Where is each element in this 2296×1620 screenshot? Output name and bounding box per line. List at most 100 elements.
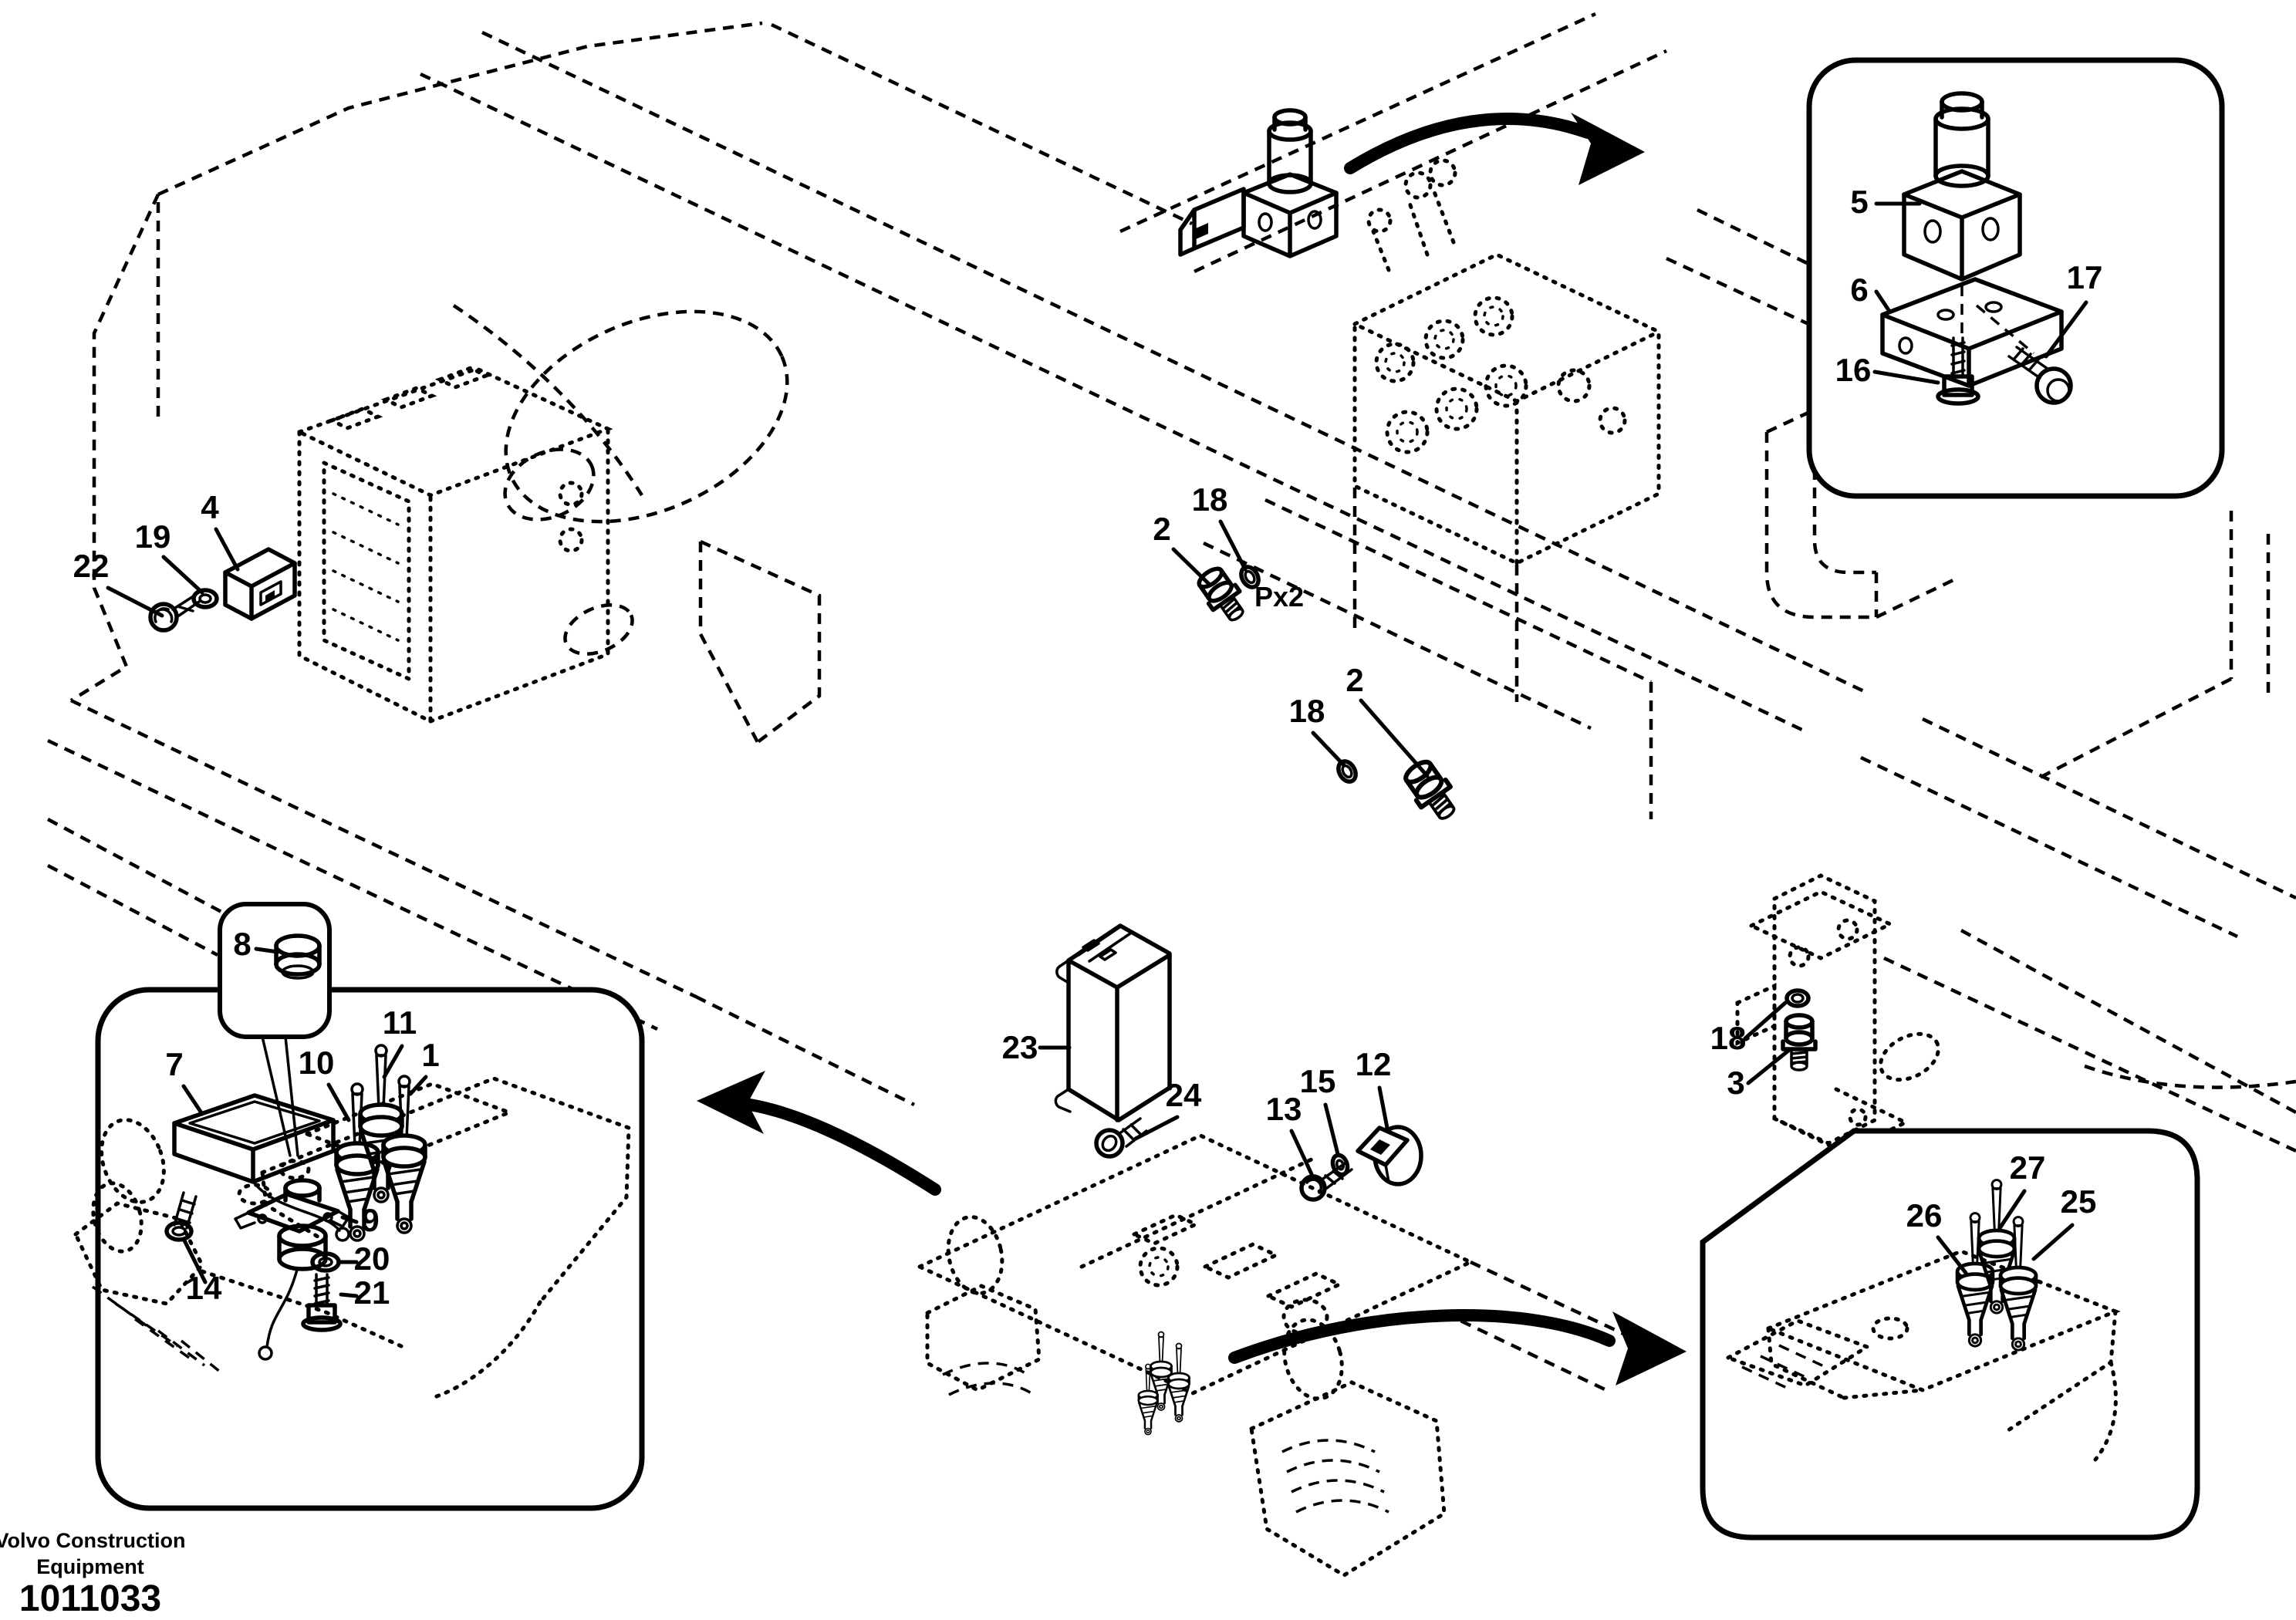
bolt17 — [2007, 346, 2073, 405]
inset-topright — [1806, 57, 2225, 499]
callout-8-label: 8 — [233, 926, 251, 962]
callout-26-leader — [1936, 1235, 1968, 1275]
console-right-dotted — [1723, 1249, 2121, 1462]
part14-screw — [164, 1191, 198, 1242]
part8-cap — [274, 933, 322, 980]
callout-2-label: 2 — [1153, 511, 1170, 547]
joystick-left-dotted — [73, 1118, 403, 1373]
ecu23 — [1054, 923, 1172, 1122]
arrow-to-bottomleft-inset — [697, 1071, 941, 1196]
callout-Px2-label: Px2 — [1254, 581, 1304, 613]
callout-9-label: 9 — [361, 1202, 379, 1238]
callout-13-label: 13 — [1266, 1091, 1302, 1127]
callout-27-label: 27 — [2010, 1149, 2046, 1186]
callout-24-label: 24 — [1166, 1077, 1202, 1113]
figure-number: 1011033 — [19, 1578, 161, 1619]
callout-16-label: 16 — [1835, 352, 1872, 388]
callout-21-label: 21 — [354, 1274, 390, 1311]
inset-topright-border — [1806, 57, 2225, 499]
callout-9-leader — [340, 1215, 359, 1224]
socket12 — [1356, 1125, 1423, 1186]
callout-4-leader — [214, 527, 240, 572]
oring18-right — [1784, 988, 1811, 1008]
callout-15-label: 15 — [1300, 1063, 1336, 1099]
publisher-line1: Volvo Construction — [0, 1529, 186, 1552]
callout-12-label: 12 — [1356, 1046, 1392, 1082]
callout-2-leader — [1359, 698, 1430, 778]
callout-15-leader — [1323, 1102, 1340, 1156]
callout-13-leader — [1289, 1129, 1314, 1176]
callout-1-label: 1 — [421, 1037, 439, 1073]
fuse-box-dotted — [294, 366, 613, 725]
part22-screw — [148, 594, 201, 633]
callout-27-leader — [1997, 1189, 2027, 1230]
sensor3-right — [1783, 1015, 1815, 1070]
bolt24 — [1094, 1117, 1148, 1159]
machine-frame-dashed — [46, 12, 2296, 1392]
bolt16 — [1936, 336, 1980, 406]
callout-25-leader — [2031, 1223, 2075, 1261]
callout-26-label: 26 — [1906, 1197, 1943, 1234]
callout-3-leader — [1746, 1048, 1791, 1085]
callout-8-leader — [254, 947, 280, 954]
callout-22-label: 22 — [73, 548, 110, 584]
inset-bottomright — [1700, 1128, 2200, 1541]
callout-24-leader — [1133, 1115, 1180, 1141]
callout-14-leader — [181, 1237, 208, 1284]
inset-bottomleft — [73, 902, 645, 1511]
publisher-line2: Equipment — [36, 1555, 144, 1578]
part21-bolt — [301, 1273, 343, 1332]
part4-connector-block — [223, 547, 297, 621]
callout-19-label: 19 — [135, 518, 171, 555]
solenoid-valve-main — [1178, 108, 1339, 258]
callout-18-label: 18 — [1710, 1020, 1747, 1056]
callout-7-label: 7 — [165, 1046, 183, 1082]
callout-10-leader — [326, 1082, 351, 1122]
callout-12-leader — [1377, 1085, 1389, 1130]
callout-6-leader — [1874, 289, 1891, 312]
callout-2-leader — [1171, 547, 1212, 587]
callout-2-label: 2 — [1346, 662, 1363, 698]
part19-washer — [191, 588, 219, 609]
callout-18-leader — [1311, 731, 1346, 768]
footer: Volvo Construction Equipment 1011033 — [0, 1529, 186, 1619]
callout-16-leader — [1872, 370, 1940, 385]
callout-18-leader — [1218, 519, 1248, 572]
callout-11-leader — [382, 1044, 404, 1079]
operator-console-dotted — [915, 1133, 1475, 1578]
callout-10-label: 10 — [299, 1045, 335, 1081]
callout-18-label: 18 — [1289, 693, 1325, 729]
callout-20-label: 20 — [354, 1240, 390, 1277]
callout-5-label: 5 — [1850, 184, 1868, 220]
callout-17-leader — [2044, 300, 2088, 359]
right-valve-dotted — [1735, 873, 1940, 1155]
callout-3-label: 3 — [1727, 1065, 1744, 1101]
callout-11-label: 11 — [383, 1004, 417, 1041]
callout-22-leader — [106, 586, 164, 618]
part6-bracket — [1880, 277, 2064, 388]
inset-bottomleft-border — [95, 987, 645, 1511]
callout-7-leader — [181, 1084, 204, 1116]
callout-25-label: 25 — [2061, 1183, 2097, 1220]
callout-17-label: 17 — [2067, 259, 2103, 295]
arrow-to-topright-inset — [1344, 113, 1645, 185]
callout-14-label: 14 — [186, 1270, 222, 1306]
part7-display — [172, 1093, 350, 1242]
mount-hole-dotted — [279, 1159, 311, 1180]
assembly-guide-dashed — [1960, 285, 2035, 355]
callout-19-leader — [161, 555, 204, 595]
callout-6-label: 6 — [1850, 272, 1868, 308]
callout-4-label: 4 — [201, 489, 219, 525]
callout-18-label: 18 — [1192, 481, 1228, 518]
arrow-to-bottomright-inset — [1228, 1309, 1687, 1385]
callout-1-leader — [408, 1075, 428, 1096]
callout-18-leader — [1743, 1001, 1788, 1041]
sensor2-lower — [1400, 756, 1464, 825]
part5-solenoid — [1902, 91, 2022, 282]
main-control-valve-dotted — [1352, 158, 1661, 565]
callout-23-label: 23 — [1002, 1029, 1038, 1065]
callout-21-leader — [339, 1292, 359, 1298]
